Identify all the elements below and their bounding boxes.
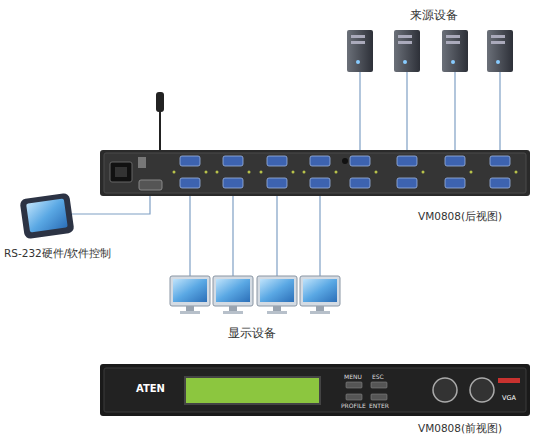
button-label: ESC (372, 373, 384, 380)
model-badge: VGA (502, 395, 516, 403)
group-label: 来源设备 (410, 8, 458, 22)
brand-logo: ATEN (136, 383, 165, 395)
group-label: 显示设备 (228, 326, 276, 340)
button-label: ENTER (369, 402, 389, 409)
panel-caption: VM0808(前视图) (418, 422, 502, 435)
button-label: PROFILE (341, 402, 366, 409)
control-label: RS-232硬件/软件控制 (4, 247, 111, 260)
button-label: MENU (344, 373, 362, 380)
rear-panel: VM0808(后视图) (100, 150, 530, 196)
panel-caption: VM0808(后视图) (418, 210, 502, 223)
